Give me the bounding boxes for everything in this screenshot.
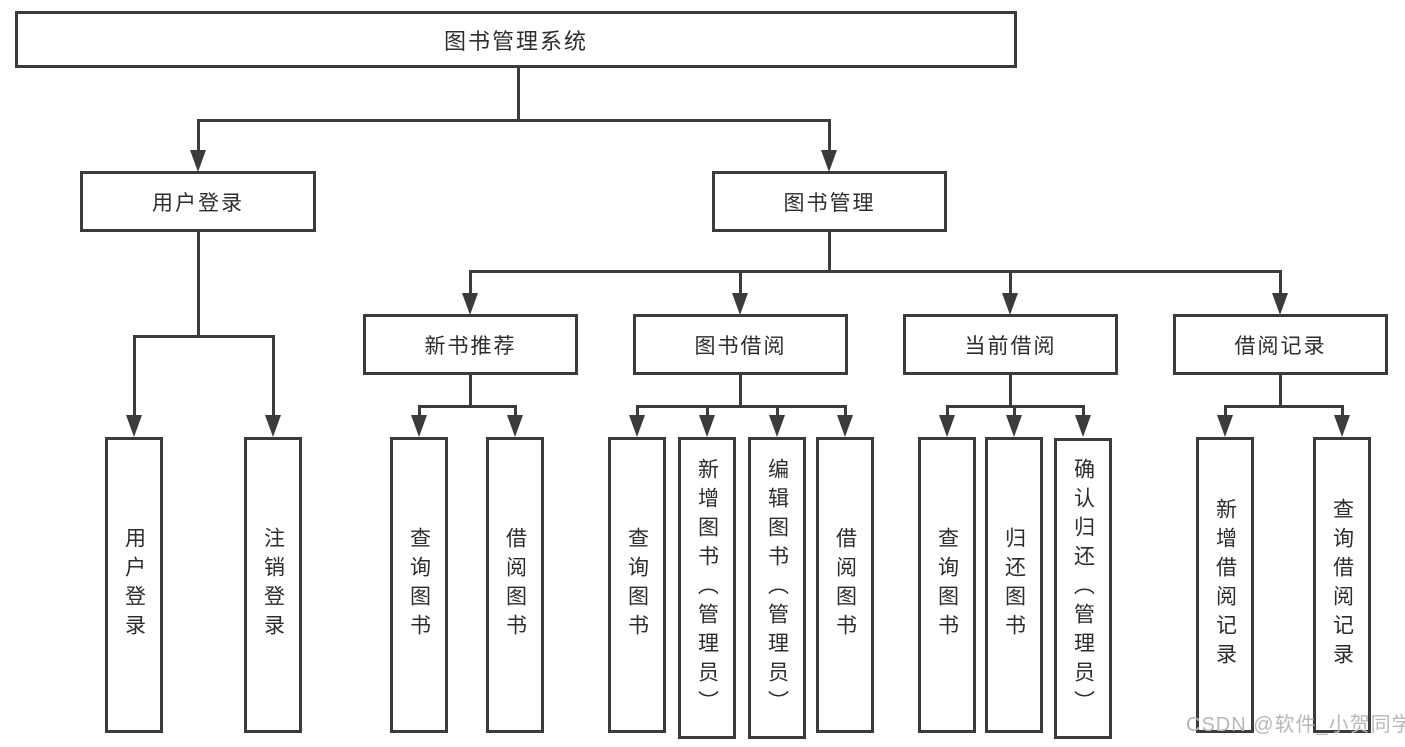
edge-record-hline bbox=[1224, 405, 1343, 408]
arrowhead-to-borrow bbox=[732, 293, 748, 315]
node-recommend-borrow-books: 借阅图书 bbox=[486, 437, 544, 733]
arrowhead-rec-query bbox=[411, 415, 427, 437]
arrowhead-bor-add bbox=[699, 415, 715, 437]
edge-rec-c2-stem bbox=[514, 405, 517, 416]
arrowhead-to-record bbox=[1272, 293, 1288, 315]
arrowhead-to-recommend bbox=[462, 293, 478, 315]
node-login-action: 用户登录 bbox=[105, 437, 163, 733]
csdn-watermark: CSDN @软件_小贺同学 bbox=[1186, 714, 1405, 736]
node-book-management: 图书管理 bbox=[712, 171, 947, 232]
edge-to-current-stem bbox=[1009, 272, 1012, 295]
arrowhead-cur-query bbox=[939, 415, 955, 437]
edge-cur-c2-stem bbox=[1013, 405, 1016, 416]
arrowhead-bor-borrow bbox=[837, 415, 853, 437]
node-new-book-recommend: 新书推荐 bbox=[363, 314, 578, 375]
edge-cur-c3-stem bbox=[1082, 405, 1085, 416]
arrowhead-to-user-login bbox=[190, 150, 206, 172]
arrowhead-rec-borrow bbox=[507, 415, 523, 437]
arrowhead-to-logout bbox=[265, 415, 281, 437]
edge-to-logout-stem bbox=[272, 335, 275, 416]
edge-book-mgmt-hline bbox=[469, 270, 1282, 273]
arrowhead-to-current bbox=[1002, 293, 1018, 315]
edge-cur-c1-stem bbox=[946, 405, 949, 416]
edge-recommend-hline bbox=[418, 405, 517, 408]
node-library-management-system: 图书管理系统 bbox=[15, 11, 1017, 68]
edge-borrow-hline bbox=[636, 405, 846, 408]
arrowhead-recd-add bbox=[1217, 415, 1233, 437]
arrowhead-recd-query bbox=[1334, 415, 1350, 437]
edge-recommend-stem bbox=[469, 374, 472, 406]
node-record-query-borrow-record: 查询借阅记录 bbox=[1313, 437, 1371, 733]
edge-to-book-mgmt-stem bbox=[828, 119, 831, 151]
arrowhead-to-login bbox=[126, 415, 142, 437]
node-borrow-borrow-books: 借阅图书 bbox=[816, 437, 874, 733]
edge-bor-c1-stem bbox=[636, 405, 639, 416]
edge-to-user-login-stem bbox=[197, 119, 200, 151]
arrowhead-cur-confirm bbox=[1075, 415, 1091, 437]
node-borrow-record: 借阅记录 bbox=[1173, 314, 1388, 375]
edge-to-recommend-stem bbox=[469, 272, 472, 295]
edge-to-record-stem bbox=[1279, 272, 1282, 295]
node-user-login: 用户登录 bbox=[80, 171, 316, 232]
node-book-borrow: 图书借阅 bbox=[633, 314, 848, 375]
arrowhead-cur-return bbox=[1006, 415, 1022, 437]
edge-user-login-stem bbox=[197, 231, 200, 336]
arrowhead-bor-query bbox=[629, 415, 645, 437]
node-borrow-edit-books-admin: 编辑图书（管理员） bbox=[748, 437, 806, 739]
edge-user-login-hline bbox=[133, 335, 275, 338]
node-current-query-books: 查询图书 bbox=[918, 437, 976, 733]
edge-root-stem bbox=[517, 67, 520, 120]
edge-book-mgmt-stem bbox=[828, 231, 831, 272]
node-recommend-query-books: 查询图书 bbox=[390, 437, 448, 733]
node-current-confirm-return-admin: 确认归还（管理员） bbox=[1054, 438, 1112, 739]
node-borrow-add-books-admin: 新增图书（管理员） bbox=[678, 437, 736, 739]
node-current-borrow: 当前借阅 bbox=[903, 314, 1118, 375]
edge-root-hline bbox=[197, 119, 831, 122]
node-record-add-borrow-record: 新增借阅记录 bbox=[1196, 437, 1254, 733]
edge-record-stem bbox=[1279, 374, 1282, 406]
edge-rec2-c1-stem bbox=[1224, 405, 1227, 416]
edge-current-stem bbox=[1009, 374, 1012, 406]
edge-borrow-stem bbox=[739, 374, 742, 406]
node-logout-action: 注销登录 bbox=[244, 437, 302, 733]
edge-rec2-c2-stem bbox=[1341, 405, 1344, 416]
edge-bor-c4-stem bbox=[844, 405, 847, 416]
edge-rec-c1-stem bbox=[418, 405, 421, 416]
arrowhead-to-book-mgmt bbox=[821, 150, 837, 172]
edge-bor-c3-stem bbox=[776, 405, 779, 416]
node-current-return-books: 归还图书 bbox=[985, 437, 1043, 733]
arrowhead-bor-edit bbox=[769, 415, 785, 437]
edge-to-borrow-stem bbox=[739, 272, 742, 295]
edge-to-login-stem bbox=[133, 335, 136, 416]
node-borrow-query-books: 查询图书 bbox=[608, 437, 666, 733]
edge-bor-c2-stem bbox=[706, 405, 709, 416]
